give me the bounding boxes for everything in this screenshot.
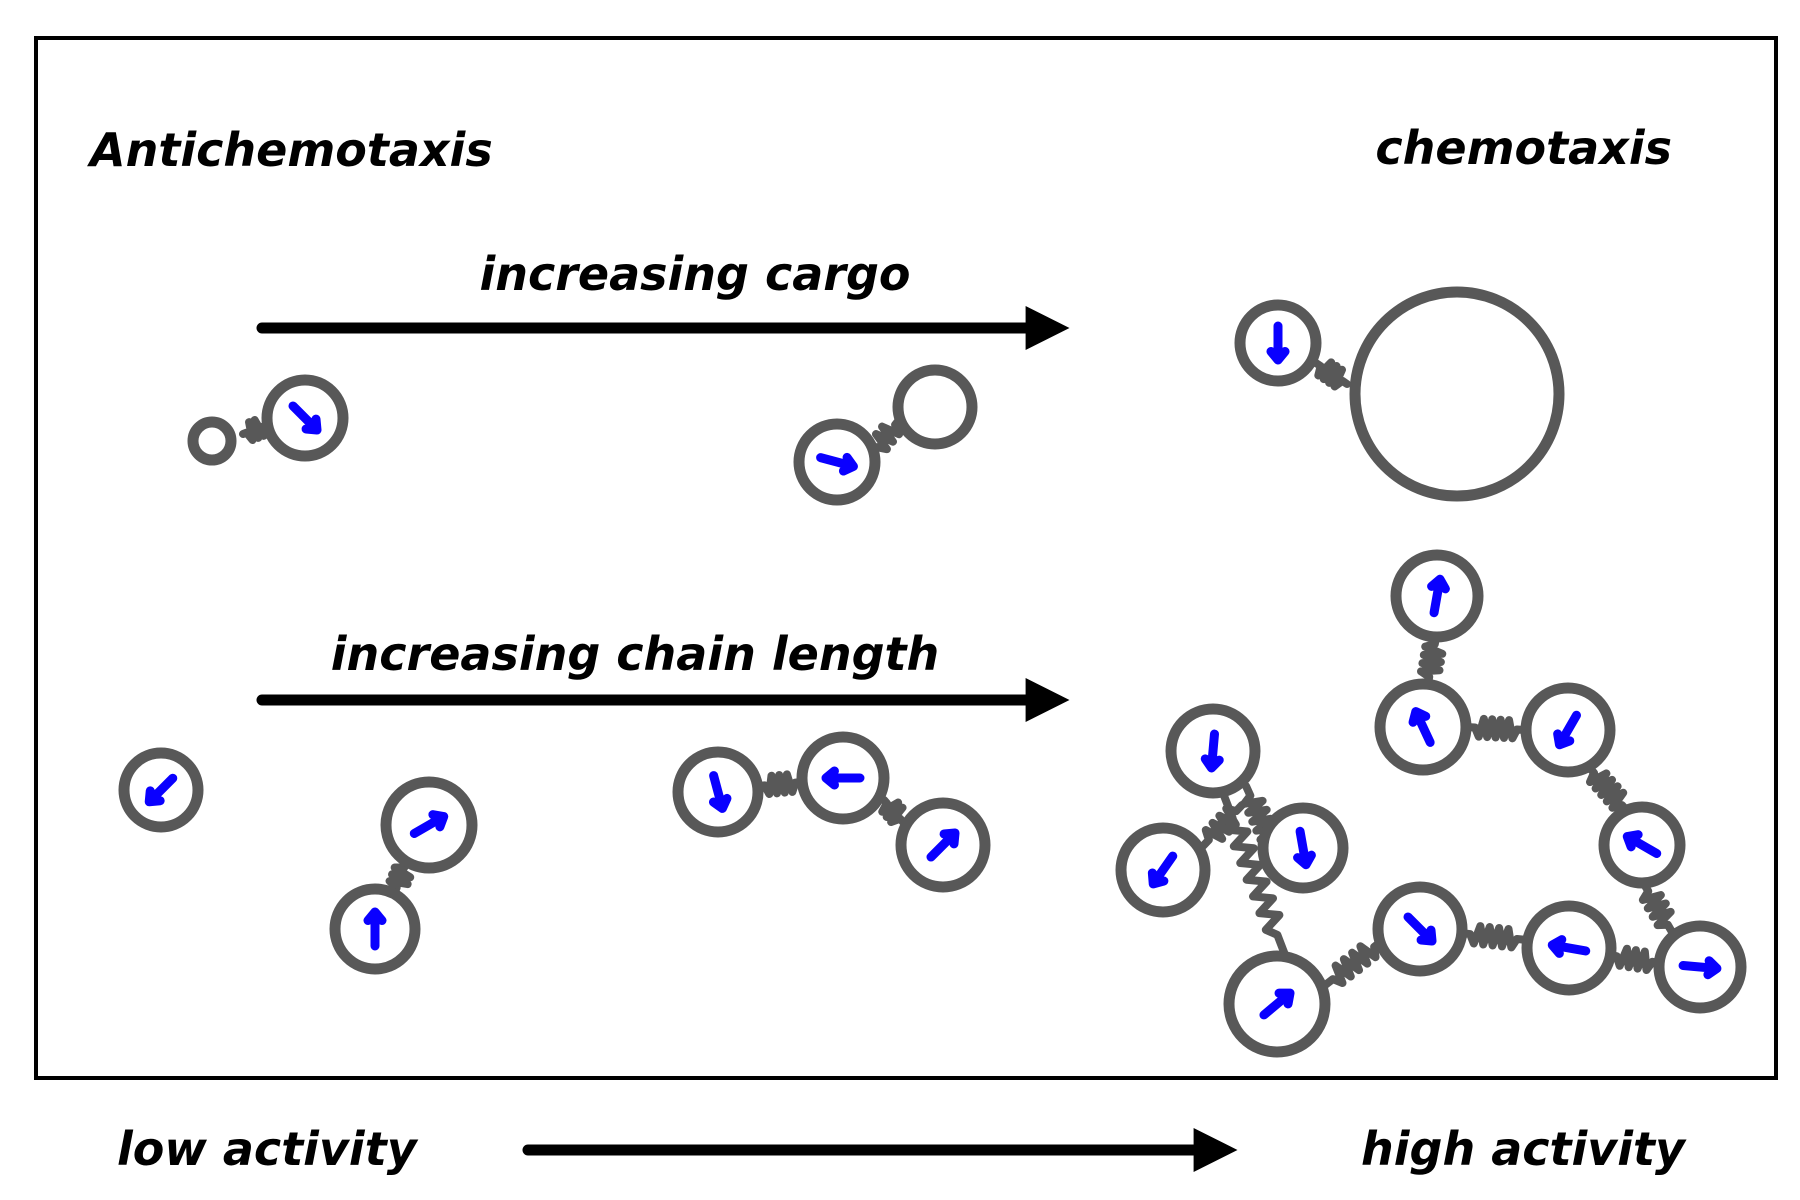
spring-links <box>239 358 1676 990</box>
spring-link <box>754 770 806 799</box>
orientation-arrow-icon <box>1259 988 1295 1020</box>
active-particle <box>1390 549 1484 643</box>
orientation-arrow-icon <box>1547 935 1591 958</box>
orientation-arrow-icon <box>821 766 865 790</box>
active-particle <box>261 374 349 462</box>
spring-link <box>1584 762 1632 816</box>
spring-link <box>1462 714 1530 743</box>
active-particle <box>1598 801 1686 889</box>
label-increasing-cargo: increasing cargo <box>479 247 910 301</box>
orientation-arrow-icon <box>409 810 449 838</box>
active-particles <box>118 299 1747 1058</box>
cargo-sphere-medium <box>892 364 978 450</box>
orientation-arrow-icon <box>1622 830 1662 858</box>
orientation-arrow-icon <box>1147 851 1178 889</box>
orientation-arrow-icon <box>1293 826 1316 870</box>
active-particle <box>1374 678 1472 776</box>
label-high-activity: high activity <box>1361 1122 1687 1176</box>
active-particle <box>118 747 204 833</box>
cargo-sphere-small <box>187 416 237 466</box>
label-low-activity: low activity <box>117 1122 419 1176</box>
active-particle <box>1165 703 1261 799</box>
orientation-arrow-icon <box>1678 956 1722 980</box>
active-particle <box>1521 900 1617 996</box>
spring-link <box>1320 936 1387 990</box>
cargo-sphere-large <box>1349 286 1565 502</box>
spring-link <box>1312 358 1351 391</box>
active-particle <box>793 418 881 506</box>
orientation-arrow-icon <box>1427 574 1450 618</box>
active-particle <box>796 731 890 825</box>
orientation-arrow-icon <box>926 828 960 862</box>
spring-link <box>878 796 907 827</box>
label-increasing-chain-length: increasing chain length <box>331 627 940 681</box>
cargo-spheres <box>187 286 1565 502</box>
orientation-arrow-icon <box>708 771 732 813</box>
active-particle <box>1115 822 1211 918</box>
active-particle <box>672 746 764 838</box>
spring-link <box>1456 922 1531 952</box>
active-particle <box>1520 682 1616 778</box>
active-particle <box>380 776 478 874</box>
orientation-arrow-icon <box>1266 321 1290 365</box>
label-chemotaxis: chemotaxis <box>1375 121 1672 175</box>
active-particle <box>895 797 991 893</box>
spring-link <box>385 859 415 896</box>
orientation-arrow-icon <box>1403 912 1437 946</box>
spring-link <box>869 416 904 456</box>
orientation-arrow-icon <box>144 773 178 807</box>
active-particle <box>1372 881 1468 977</box>
active-particle <box>1234 299 1322 387</box>
spring-link <box>1417 633 1447 688</box>
orientation-arrow-icon <box>1408 707 1435 747</box>
active-particle <box>1223 950 1331 1058</box>
diagram-frame <box>34 36 1778 1080</box>
spring-link <box>1638 880 1676 936</box>
orientation-arrow-icon <box>816 452 858 476</box>
orientation-arrow-icon <box>363 907 387 951</box>
orientation-arrow-icon <box>1553 710 1581 750</box>
label-antichemotaxis: Antichemotaxis <box>87 123 493 177</box>
active-particle <box>1653 920 1747 1014</box>
orientation-arrow-icon <box>288 401 322 435</box>
orientation-arrow-icon <box>1200 729 1224 773</box>
spring-link <box>1219 789 1291 964</box>
active-particle <box>1257 802 1349 894</box>
active-particle <box>329 883 421 975</box>
spring-link <box>1605 944 1664 974</box>
